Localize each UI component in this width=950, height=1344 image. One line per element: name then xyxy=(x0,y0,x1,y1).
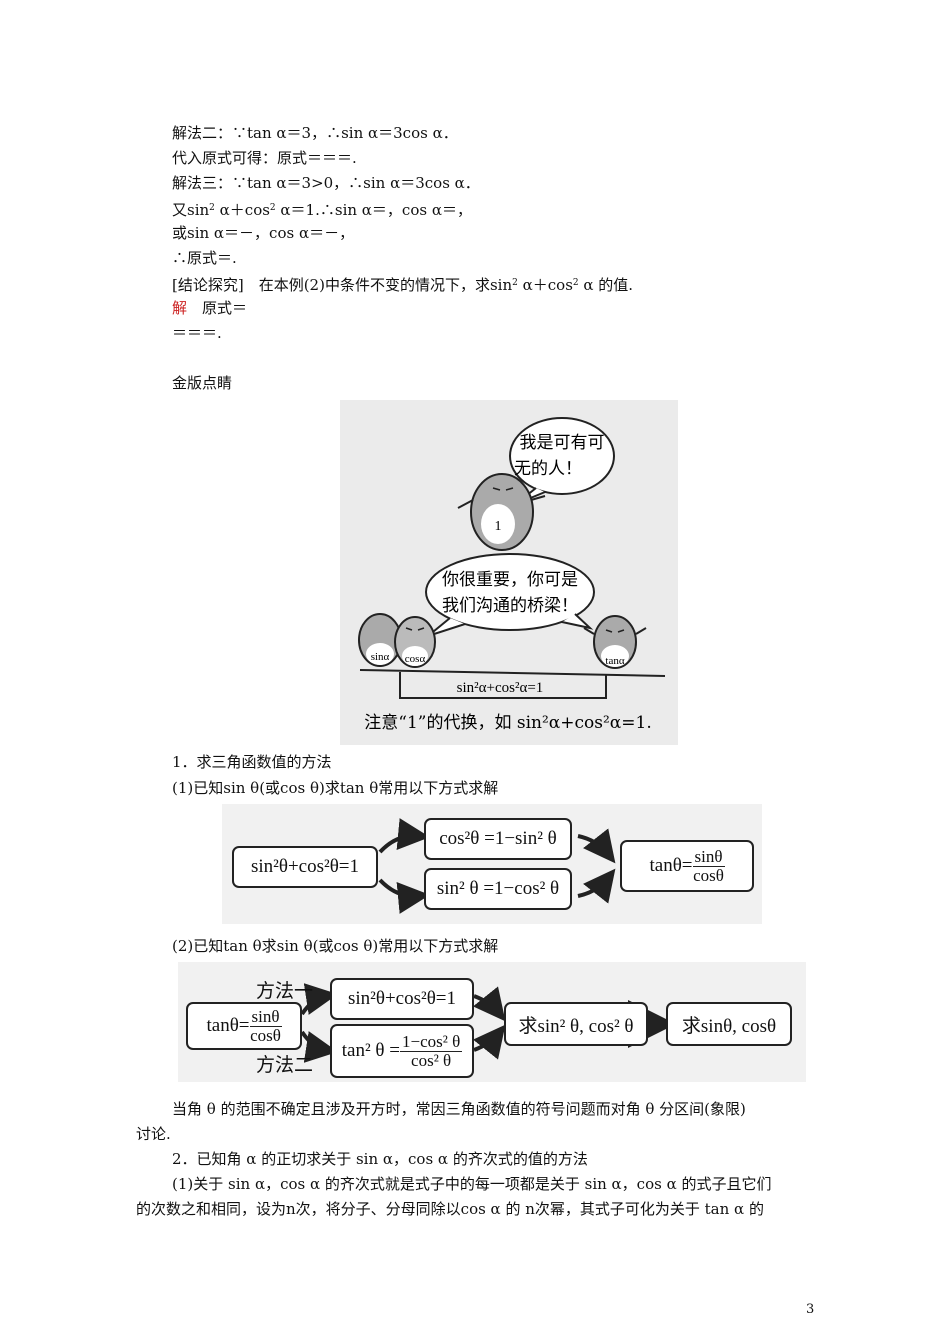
text: α＝1.∴sin α＝，cos α＝， xyxy=(275,201,472,219)
bubble-top-line1: 我是可有可 xyxy=(520,433,605,453)
solution-method-3: 解法三：∵tan α＝3>0，∴sin α＝3cos α． xyxy=(172,174,480,192)
arrow xyxy=(300,983,338,1016)
flow-arrows xyxy=(300,983,676,1063)
fraction-numerator: 1−cos² θ xyxy=(399,1031,463,1052)
section-1-sub1: (1)已知sin θ(或cos θ)求tan θ常用以下方式求解 xyxy=(172,779,499,797)
alternate-values-line: 或sin α＝－，cos α＝－， xyxy=(172,224,355,242)
answer-continuation: ＝＝＝. xyxy=(172,324,222,342)
penguin-label-cos: cosα xyxy=(405,653,426,665)
arrow xyxy=(577,868,616,904)
bridge-plank xyxy=(359,669,666,677)
answer-line: 解 原式＝ xyxy=(172,298,247,318)
solution-method-2: 解法二：∵tan α＝3，∴sin α＝3cos α． xyxy=(172,124,458,142)
arrow xyxy=(473,986,506,1022)
section-1-title: 1．求三角函数值的方法 xyxy=(172,753,332,771)
paragraph-3-line1: (1)关于 sin α，cos α 的齐次式就是式子中的每一项都是关于 sin … xyxy=(172,1175,772,1193)
find-squares-box: 求sin² θ, cos² θ xyxy=(504,1002,648,1046)
penguin-belly xyxy=(601,645,629,667)
penguin-label-one: 1 xyxy=(495,519,502,534)
penguin-cos: cosα xyxy=(394,616,436,668)
page-number: 3 xyxy=(806,1302,815,1317)
paragraph-1-line1: 当角 θ 的范围不确定且涉及开方时，常因三角函数值的符号问题而对角 θ 分区间(… xyxy=(172,1100,746,1118)
fraction-denominator: cosθ xyxy=(250,1025,281,1045)
bubble-tail xyxy=(561,613,594,630)
arrow xyxy=(300,1030,338,1063)
text: α＋cos xyxy=(517,276,573,294)
text: 又sin xyxy=(172,201,210,219)
illustration-drawing: 我是可有可 无的人！ 1 你很重要，你可是 我们沟通的桥梁！ sinα cosα xyxy=(358,417,666,733)
speech-bubble-top xyxy=(509,417,615,495)
penguin-eyes xyxy=(605,629,625,633)
penguin-belly xyxy=(481,504,515,544)
bubble-mid-line1: 你很重要，你可是 xyxy=(442,570,578,590)
arrow xyxy=(577,828,616,864)
result-line: ∴原式＝. xyxy=(172,249,237,267)
fraction-denominator: cos² θ xyxy=(411,1050,452,1070)
identity-box: sin²θ+cos²θ=1 xyxy=(330,978,474,1020)
paragraph-1-cont: 讨论. xyxy=(136,1125,171,1143)
arrow xyxy=(473,1024,506,1060)
flow-diagram-1: sin²θ+cos²θ=1 cos²θ =1−sin² θ sin² θ =1−… xyxy=(222,804,762,924)
paragraph-1: 当角 θ 的范围不确定且涉及开方时，常因三角函数值的符号问题而对角 θ 分区间(… xyxy=(136,1096,816,1122)
speech-bubble-middle xyxy=(425,553,595,631)
superscript: 2 xyxy=(209,203,215,213)
penguin-belly xyxy=(366,643,394,665)
substitution-line: 代入原式可得：原式＝＝＝. xyxy=(172,149,357,167)
arrow xyxy=(378,878,430,914)
penguin-belly xyxy=(402,646,428,666)
identity-line: 又sin2 α＋cos2 α＝1.∴sin α＝，cos α＝， xyxy=(172,198,472,220)
text: 原式＝ xyxy=(187,299,248,317)
conclusion-explore-line: [结论探究] 在本例(2)中条件不变的情况下，求sin2 α＋cos2 α 的值… xyxy=(172,273,633,295)
bubble-mid-line2: 我们沟通的桥梁！ xyxy=(442,596,578,616)
method-2-label: 方法二 xyxy=(256,1054,314,1076)
sin-squared-box: sin² θ =1−cos² θ xyxy=(424,868,572,910)
answer-label: 解 xyxy=(172,299,188,317)
fraction-numerator: sinθ xyxy=(249,1006,282,1027)
tan-label: tanθ= xyxy=(206,1015,250,1036)
penguin-eyes xyxy=(492,487,514,491)
superscript: 2 xyxy=(269,203,276,213)
fraction-numerator: sinθ xyxy=(692,846,725,867)
superscript: 2 xyxy=(512,278,518,288)
section-1-sub2: (2)已知tan θ求sin θ(或cos θ)常用以下方式求解 xyxy=(172,937,499,955)
penguin-arms xyxy=(457,495,546,509)
penguin-sin: sinα xyxy=(358,613,402,667)
cos-squared-box: cos²θ =1−sin² θ xyxy=(424,818,572,860)
tan-label: tanθ= xyxy=(649,855,693,876)
paragraph-3-line2: 的次数之和相同，设为n次，将分子、分母同除以cos α 的 n次幂，其式子可化为… xyxy=(136,1200,764,1218)
section-2-title: 2．已知角 α 的正切求关于 sin α，cos α 的齐次式的值的方法 xyxy=(172,1150,588,1168)
tan-squared-label: tan² θ = xyxy=(341,1040,400,1061)
text: α＋cos xyxy=(214,201,270,219)
fraction-denominator: cosθ xyxy=(693,865,724,885)
penguin-one: 1 xyxy=(457,473,546,551)
penguin-label-tan: tanα xyxy=(605,655,624,667)
penguin-label-sin: sinα xyxy=(371,651,390,663)
bridge-support xyxy=(399,672,607,699)
method-1-label: 方法一 xyxy=(256,980,314,1002)
bubble-top-line2: 无的人！ xyxy=(514,459,582,479)
text: α 的值. xyxy=(578,276,634,294)
penguin-illustration: 我是可有可 无的人！ 1 你很重要，你可是 我们沟通的桥梁！ sinα cosα xyxy=(340,400,678,745)
find-values-box: 求sinθ, cosθ xyxy=(666,1002,792,1046)
penguin-arms xyxy=(583,627,647,635)
text: [结论探究] 在本例(2)中条件不变的情况下，求sin xyxy=(172,276,513,294)
arrow xyxy=(378,818,430,854)
bridge-label: sin²α+cos²α=1 xyxy=(457,680,544,696)
illustration-caption: 注意“1”的代换，如 sin²α+cos²α=1. xyxy=(364,713,652,733)
penguin-tan: tanα xyxy=(583,615,647,669)
penguin-eyes xyxy=(405,627,425,631)
identity-box: sin²θ+cos²θ=1 xyxy=(232,846,378,888)
superscript: 2 xyxy=(572,278,579,288)
section-heading-jinban: 金版点睛 xyxy=(172,374,233,392)
flow-arrows xyxy=(378,818,616,914)
